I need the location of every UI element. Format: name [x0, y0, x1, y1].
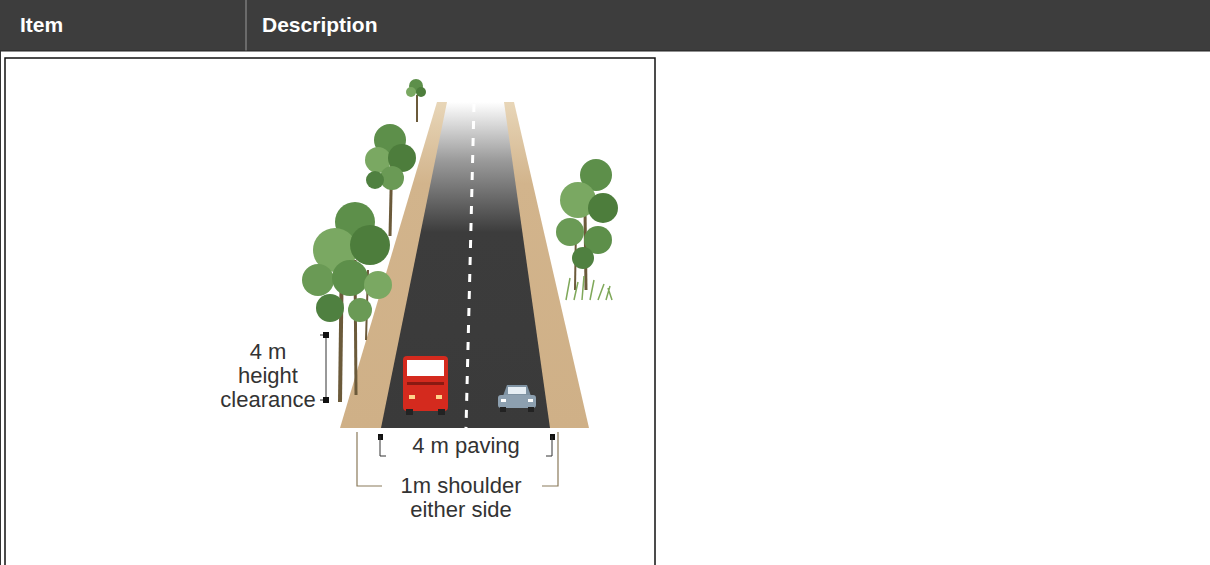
dimension-label: 1m shoulder either side — [382, 474, 540, 522]
bus — [403, 356, 448, 415]
dimension-bracket — [320, 332, 329, 403]
trees — [302, 79, 618, 402]
column-header: Description — [262, 12, 378, 38]
column-header: Item — [20, 12, 63, 38]
dimension-label: 4 m height clearance — [219, 340, 317, 412]
car — [498, 385, 536, 412]
dimension-label: 4 m paving — [391, 434, 541, 458]
